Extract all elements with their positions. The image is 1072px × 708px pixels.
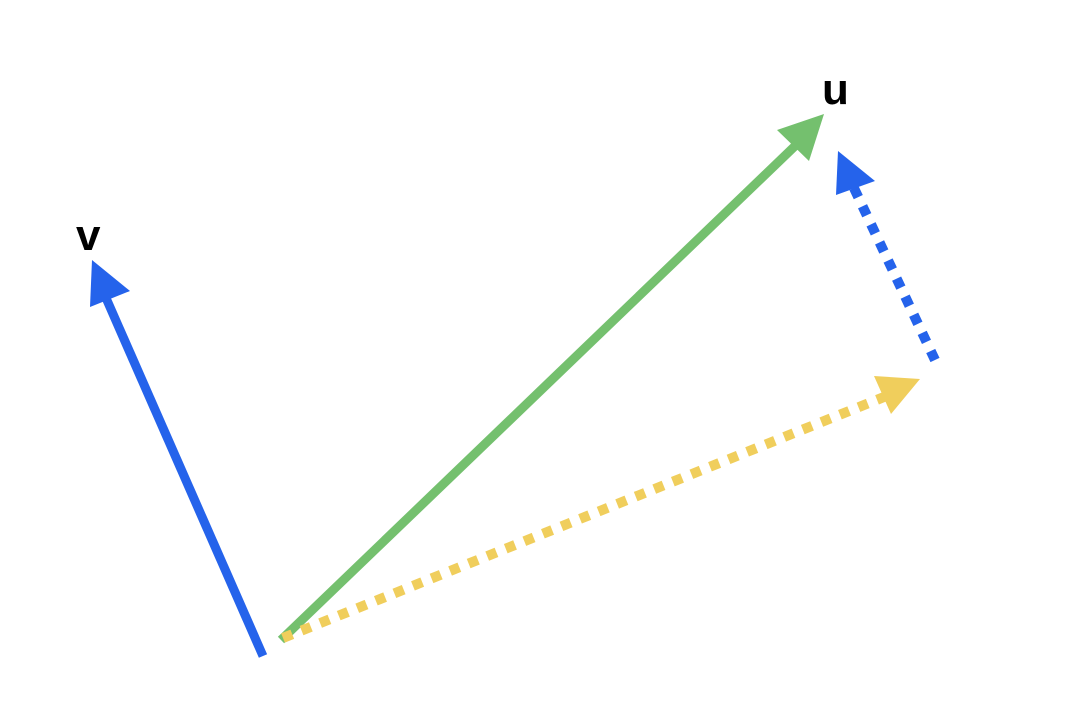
vector-u-shaft xyxy=(277,142,799,644)
vector-v-label: v xyxy=(76,211,101,260)
vector-rejection xyxy=(836,151,940,363)
vector-projection-arrowhead xyxy=(874,376,920,414)
vector-projection-shaft xyxy=(281,392,886,643)
vector-rejection-shaft xyxy=(848,183,940,363)
vector-rejection-arrowhead xyxy=(836,151,875,195)
vector-v-shaft xyxy=(101,296,268,658)
vector-v-arrowhead xyxy=(90,260,130,307)
vector-u-arrowhead xyxy=(777,114,824,161)
vector-v xyxy=(90,260,268,658)
vector-projection xyxy=(281,376,920,643)
vector-u-label: u xyxy=(822,65,849,114)
vector-u xyxy=(277,114,824,644)
